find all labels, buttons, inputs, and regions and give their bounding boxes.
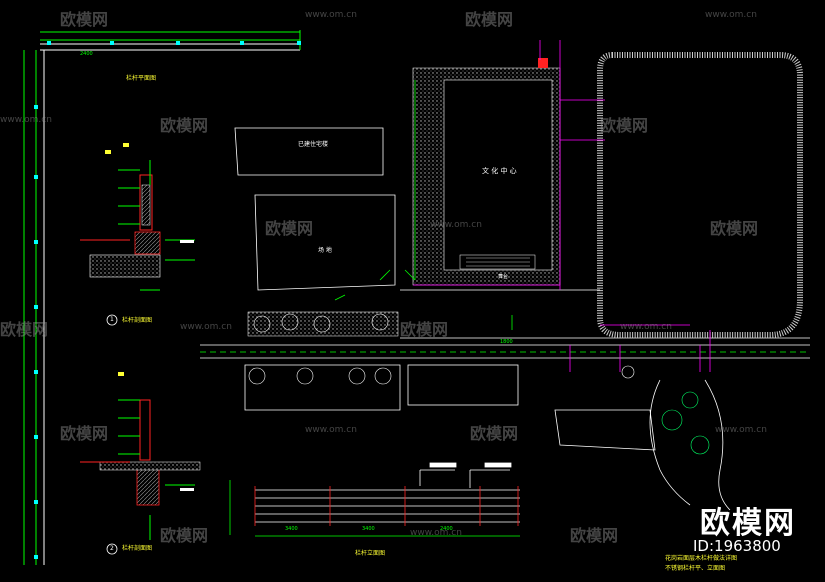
stage-label: 舞台 bbox=[498, 274, 509, 280]
note-line-2: 不锈钢栏杆平、立面图 bbox=[665, 565, 726, 572]
watermark-brand: 欧模网 bbox=[160, 116, 209, 135]
plan-title: 栏杆平面图 bbox=[126, 75, 157, 82]
watermark-brand: 欧模网 bbox=[160, 526, 209, 545]
annotation-lines bbox=[539, 40, 711, 372]
plaza-outline bbox=[254, 194, 396, 291]
watermark-brand: 欧模网 bbox=[0, 320, 49, 339]
watermark-brand: 欧模网 bbox=[470, 424, 519, 443]
section-1-detail bbox=[80, 143, 195, 326]
pavilion-outline bbox=[244, 364, 401, 411]
watermark-brand: 欧模网 bbox=[400, 320, 449, 339]
watermark-brand: 欧模网 bbox=[60, 10, 109, 29]
culture-center-label: 文 化 中 心 bbox=[482, 167, 517, 175]
watermark-url: www.om.cn bbox=[0, 115, 52, 125]
site-plan bbox=[200, 127, 810, 451]
railing-plan bbox=[23, 30, 301, 565]
lower-building-outline bbox=[407, 364, 519, 406]
railing-plan-posts bbox=[34, 41, 301, 559]
section-1-number: 1 bbox=[110, 316, 114, 323]
corner-id-text: ID:1963800 bbox=[693, 537, 781, 555]
watermark-brand: 欧模网 bbox=[265, 219, 314, 238]
watermark-url: www.om.cn bbox=[305, 425, 357, 435]
note-line-1: 花岗岩面层木栏杆做法详图 bbox=[665, 555, 738, 562]
curved-walk-2 bbox=[649, 379, 691, 506]
dimension-2400-b: 2400 bbox=[440, 526, 453, 532]
dimension-3400-a: 3400 bbox=[285, 526, 298, 532]
watermark-brand: 欧模网 bbox=[710, 219, 759, 238]
watermark-brand: 欧模网 bbox=[600, 116, 649, 135]
watermark-url: www.om.cn bbox=[305, 10, 357, 20]
watermark-url: www.om.cn bbox=[705, 10, 757, 20]
watermark-brand: 欧模网 bbox=[570, 526, 619, 545]
elevation-title: 栏杆立面图 bbox=[355, 550, 386, 557]
section-2-number: 2 bbox=[110, 545, 114, 552]
section-1-title: 栏杆剖面图 bbox=[122, 317, 153, 324]
right-plaza bbox=[597, 52, 803, 338]
culture-center bbox=[412, 58, 561, 290]
watermark-brand: 欧模网 bbox=[60, 424, 109, 443]
dimension-1800: 1800 bbox=[500, 339, 513, 345]
tree-symbols bbox=[248, 313, 710, 455]
dimension-2400: 2400 bbox=[80, 51, 93, 57]
site-dimension-ticks bbox=[334, 80, 513, 330]
railing-elevation bbox=[229, 462, 520, 537]
existing-building-outline bbox=[234, 127, 384, 176]
section-2-title: 栏杆剖面图 bbox=[122, 545, 153, 552]
plaza-label: 场 地 bbox=[318, 247, 332, 254]
watermark-url: www.om.cn bbox=[430, 220, 482, 230]
dimension-3400-b: 3400 bbox=[362, 526, 375, 532]
existing-building-label: 已建住宅楼 bbox=[298, 141, 329, 148]
watermark-url: www.om.cn bbox=[410, 528, 462, 538]
corner-brand-logo: 欧模网 bbox=[700, 506, 796, 541]
section-2-detail bbox=[80, 372, 201, 555]
angled-building-outline bbox=[554, 409, 656, 451]
watermark-url: www.om.cn bbox=[620, 322, 672, 332]
watermark-url: www.om.cn bbox=[715, 425, 767, 435]
watermark-url: www.om.cn bbox=[180, 322, 232, 332]
curved-walk bbox=[704, 379, 731, 511]
watermark-brand: 欧模网 bbox=[465, 10, 514, 29]
